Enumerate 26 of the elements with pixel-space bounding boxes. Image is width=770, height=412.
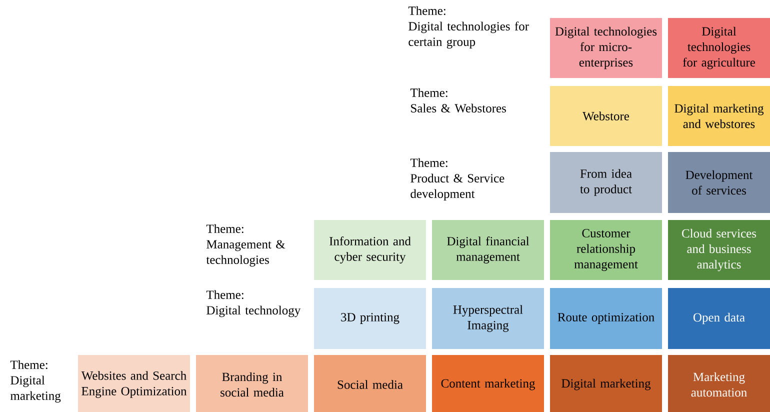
topic-box: Development of services xyxy=(668,152,770,213)
topic-box: Marketing automation xyxy=(668,355,770,412)
topic-box: Digital technologies for micro-enterprises xyxy=(550,18,662,78)
theme-label: Theme: Digital technologies for certain group xyxy=(408,6,529,49)
topic-box: Digital financial management xyxy=(432,220,544,280)
topic-box: Customer relationship management xyxy=(550,220,662,280)
topic-box: Digital technologies for agriculture xyxy=(668,18,770,78)
topic-box: Content marketing xyxy=(432,355,544,412)
theme-label: Theme: Management & technologies xyxy=(206,224,286,267)
topic-box: Digital marketing and webstores xyxy=(668,86,770,146)
topic-box: Social media xyxy=(314,355,426,412)
topic-box: Websites and Search Engine Optimization xyxy=(78,355,190,412)
topic-box: Digital marketing xyxy=(550,355,662,412)
theme-label: Theme: Product & Service development xyxy=(410,158,504,201)
theme-label: Theme: Digital marketing xyxy=(10,360,61,403)
topic-box: 3D printing xyxy=(314,288,426,349)
theme-label: Theme: Digital technology xyxy=(206,290,301,318)
topic-box: Branding in social media xyxy=(196,355,308,412)
topic-box: Hyperspectral Imaging xyxy=(432,288,544,349)
topic-box: From idea to product xyxy=(550,152,662,213)
topic-box: Webstore xyxy=(550,86,662,146)
topic-box: Route optimization xyxy=(550,288,662,349)
topic-box: Cloud services and business analytics xyxy=(668,220,770,280)
theme-label: Theme: Sales & Webstores xyxy=(410,88,506,113)
topic-box: Open data xyxy=(668,288,770,349)
topic-box: Information and cyber security xyxy=(314,220,426,280)
